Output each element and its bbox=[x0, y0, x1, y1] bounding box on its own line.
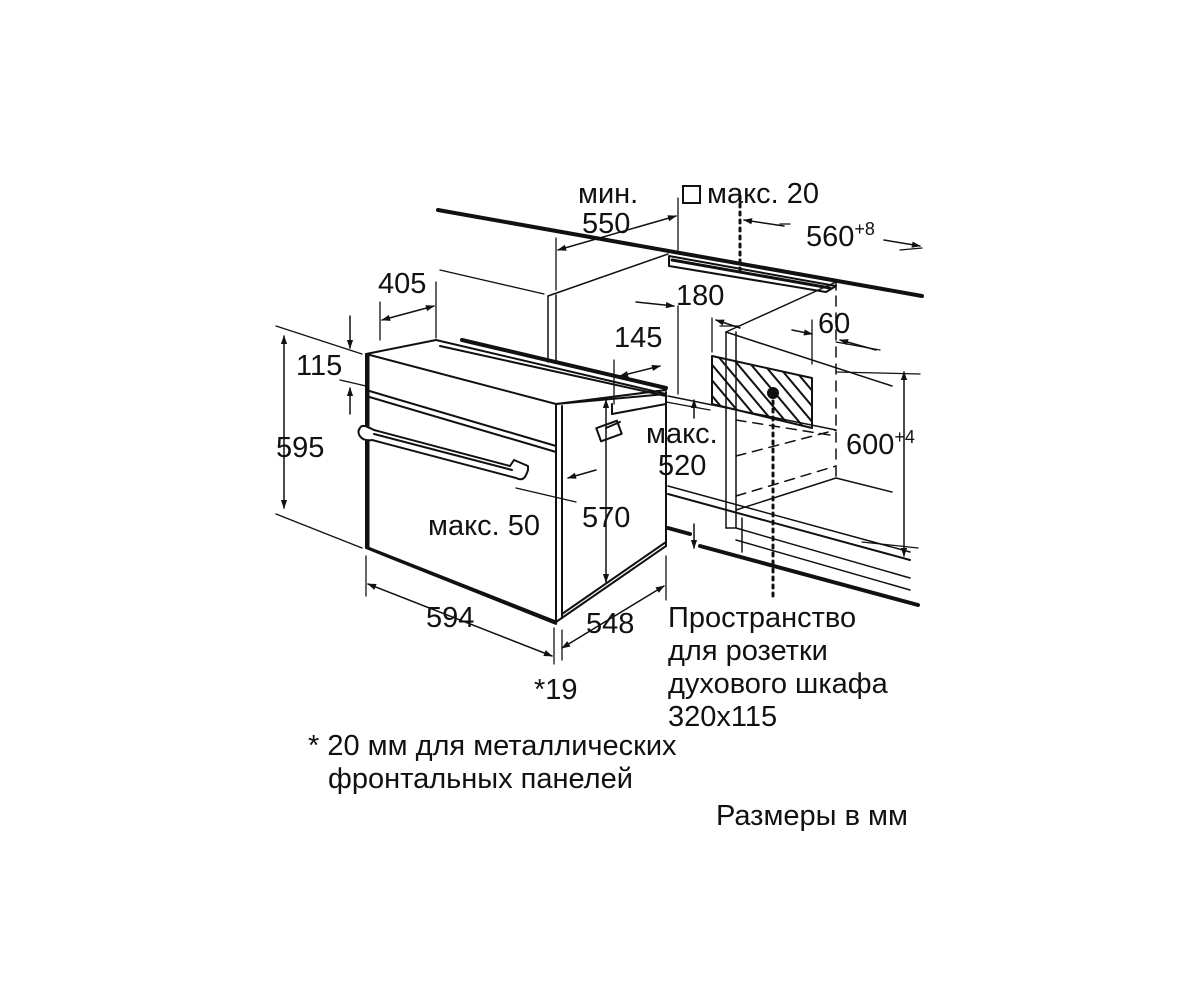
floor-lines bbox=[666, 485, 920, 607]
socket-note: Пространство для розетки духового шкафа … bbox=[668, 602, 888, 734]
dim-max-20: макс. 20 bbox=[682, 180, 819, 209]
units-note: Размеры в мм bbox=[716, 800, 908, 832]
socket-note-line: Пространство bbox=[668, 602, 857, 634]
dim-max-50: макс. 50 bbox=[428, 510, 540, 542]
dim-min-550-label: мин. bbox=[578, 178, 639, 210]
dim-405: 405 bbox=[378, 268, 427, 300]
dim-600-value: 600 bbox=[846, 429, 895, 461]
footnote-line: фронтальных панелей bbox=[328, 763, 633, 795]
socket-note-line: 320x115 bbox=[668, 701, 778, 733]
footnote: * 20 мм для металлических фронтальных па… bbox=[308, 730, 677, 796]
dim-max-520-label: макс. bbox=[646, 418, 718, 450]
dim-560: 560+8 bbox=[806, 220, 875, 252]
dim-max-520-value: 520 bbox=[658, 450, 707, 482]
dim-595: 595 bbox=[276, 432, 325, 464]
dim-560-value: 560 bbox=[806, 221, 855, 253]
square-icon bbox=[682, 185, 701, 204]
dim-19: *19 bbox=[534, 674, 578, 706]
oven bbox=[357, 338, 668, 625]
dim-600: 600+4 bbox=[846, 428, 915, 460]
dimension-arrows bbox=[280, 215, 921, 657]
dim-600-tolerance: +4 bbox=[894, 427, 915, 447]
dim-570: 570 bbox=[582, 502, 631, 534]
socket-space bbox=[711, 194, 813, 600]
dim-560-tolerance: +8 bbox=[854, 219, 875, 239]
socket-note-line: для розетки bbox=[668, 635, 828, 667]
dim-594: 594 bbox=[426, 602, 475, 634]
dim-60: 60 bbox=[818, 308, 851, 340]
socket-note-line: духового шкафа bbox=[668, 668, 888, 700]
worktop bbox=[436, 208, 924, 298]
dim-115: 115 bbox=[296, 350, 343, 382]
footnote-line: * 20 мм для металлических bbox=[308, 730, 677, 762]
dim-max-20-value: макс. 20 bbox=[707, 178, 819, 210]
dim-548: 548 bbox=[586, 608, 635, 640]
cabinet-niche bbox=[547, 253, 911, 591]
dim-min-550-value: 550 bbox=[582, 208, 631, 240]
dim-180: 180 bbox=[676, 280, 725, 312]
dim-145: 145 bbox=[614, 322, 663, 354]
